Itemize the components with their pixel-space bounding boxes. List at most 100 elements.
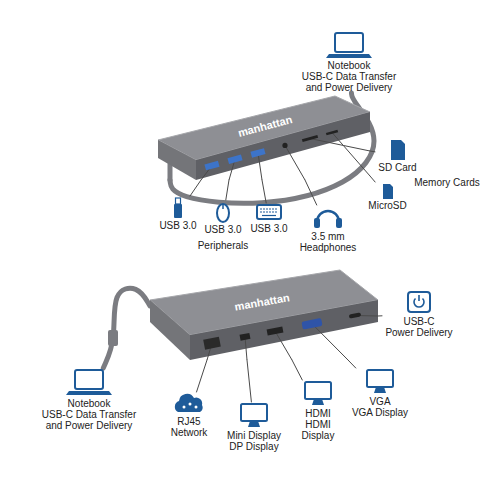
- notebook-device: NotebookUSB-C Data Transfer and Power De…: [40, 368, 138, 431]
- usb-port: [204, 161, 219, 171]
- headphones-device: 3.5 mmHeadphones: [296, 205, 360, 253]
- keyboard-icon: [260, 208, 278, 209]
- monitor-icon: [312, 399, 324, 405]
- leader-stub: [332, 133, 370, 177]
- minidp-port: [240, 333, 251, 341]
- leader-stub: [312, 324, 348, 360]
- leader-line: [378, 315, 382, 316]
- device-label: VGA: [350, 396, 410, 407]
- memory-card: SD Card: [375, 138, 420, 173]
- rj45-port: [203, 337, 221, 350]
- memory-card: MicroSD: [365, 182, 410, 211]
- device-label: SD Card: [375, 162, 420, 173]
- group-label: Peripherals: [193, 240, 253, 251]
- usb-port: [227, 154, 242, 164]
- monitor-icon: [367, 370, 393, 387]
- sd-slot: [302, 135, 318, 142]
- mouse-icon: [222, 204, 224, 209]
- display-device: HDMIHDMI Display: [290, 380, 346, 441]
- device-description: Network: [160, 427, 218, 438]
- leader-line: [226, 180, 229, 200]
- device-label: USB-C: [382, 316, 456, 327]
- laptop-icon: [335, 33, 363, 52]
- power-icon: [408, 292, 430, 312]
- device-description: Power Delivery: [382, 327, 456, 338]
- dock-side-face: [150, 300, 190, 360]
- usbc-port: [349, 312, 362, 318]
- flash-drive-icon: [176, 198, 181, 204]
- keyboard-icon: [262, 215, 276, 216]
- leader-stub: [258, 153, 262, 180]
- device-description: Headphones: [296, 242, 360, 253]
- laptop-icon: [75, 370, 103, 389]
- leader-line: [190, 180, 201, 196]
- network-cloud-icon: [175, 394, 203, 412]
- network-cloud-icon: [189, 403, 192, 406]
- power-delivery: USB-CPower Delivery: [382, 290, 456, 338]
- network-device: RJ45Network: [160, 392, 218, 438]
- audio-jack: [282, 143, 287, 148]
- network-cloud-icon: [195, 406, 198, 409]
- usb-c-cable: [103, 288, 150, 368]
- usb-peripheral: USB 3.0: [248, 203, 290, 234]
- leader-stub: [245, 337, 247, 360]
- usb-peripheral: USB 3.0: [203, 200, 243, 235]
- cable-stub: [168, 164, 173, 180]
- device-label: HDMI: [290, 408, 346, 419]
- display-device: Mini DisplayDP Display: [222, 402, 286, 452]
- flash-drive-icon: [174, 204, 182, 218]
- usb-port: [250, 148, 265, 158]
- leader-line: [370, 176, 375, 182]
- hdmi-port: [267, 327, 284, 336]
- monitor-icon: [374, 387, 386, 393]
- leader-line: [197, 360, 207, 392]
- leader-stub: [310, 139, 370, 152]
- microsd-icon: [383, 184, 393, 199]
- leader-line: [247, 360, 251, 402]
- device-description: VGA Display: [350, 407, 410, 418]
- usb-peripheral: USB 3.0: [158, 196, 198, 231]
- brand-name: manhattan: [237, 113, 294, 139]
- docking-station: manhattan: [158, 96, 370, 180]
- device-label: Notebook: [40, 398, 138, 409]
- leader-stub: [275, 331, 292, 360]
- device-label: Mini Display: [222, 430, 286, 441]
- device-label: 3.5 mm: [296, 231, 360, 242]
- leader-line: [348, 360, 356, 368]
- device-label: RJ45: [160, 416, 218, 427]
- device-description: USB-C Data Transfer and Power Delivery: [40, 409, 138, 431]
- device-description: DP Display: [222, 441, 286, 452]
- leader-line: [370, 151, 375, 153]
- device-label: Notebook: [300, 60, 398, 71]
- device-label: USB 3.0: [248, 223, 290, 234]
- monitor-icon: [241, 404, 267, 421]
- leader-stub: [285, 145, 305, 180]
- dock-side-face: [158, 140, 196, 180]
- network-cloud-icon: [183, 406, 186, 409]
- vga-port: [301, 318, 322, 330]
- device-label: MicroSD: [365, 200, 410, 211]
- group-label: Memory Cards: [412, 177, 482, 188]
- laptop-icon: [326, 54, 372, 58]
- device-label: USB 3.0: [203, 224, 243, 235]
- leader-line: [305, 180, 317, 205]
- headphones-icon: [314, 218, 320, 228]
- sd-card-icon: [391, 140, 405, 160]
- laptop-icon: [66, 391, 112, 395]
- mouse-icon: [217, 204, 229, 222]
- dock-front-face: [196, 112, 370, 180]
- device-description: HDMI Display: [290, 419, 346, 441]
- dock-front-face: [190, 300, 378, 360]
- monitor-icon: [248, 421, 260, 427]
- monitor-icon: [305, 382, 331, 399]
- power-icon: [418, 295, 420, 301]
- notebook-device: NotebookUSB-C Data Transfer and Power De…: [300, 30, 398, 93]
- device-description: USB-C Data Transfer and Power Delivery: [300, 71, 398, 93]
- keyboard-icon: [260, 211, 278, 212]
- leader-line: [292, 360, 302, 380]
- docking-station: manhattan: [150, 270, 378, 360]
- usbc-plug: [108, 330, 118, 346]
- headphones-icon: [336, 218, 342, 228]
- display-device: VGAVGA Display: [350, 368, 410, 418]
- headphones-icon: [317, 211, 339, 222]
